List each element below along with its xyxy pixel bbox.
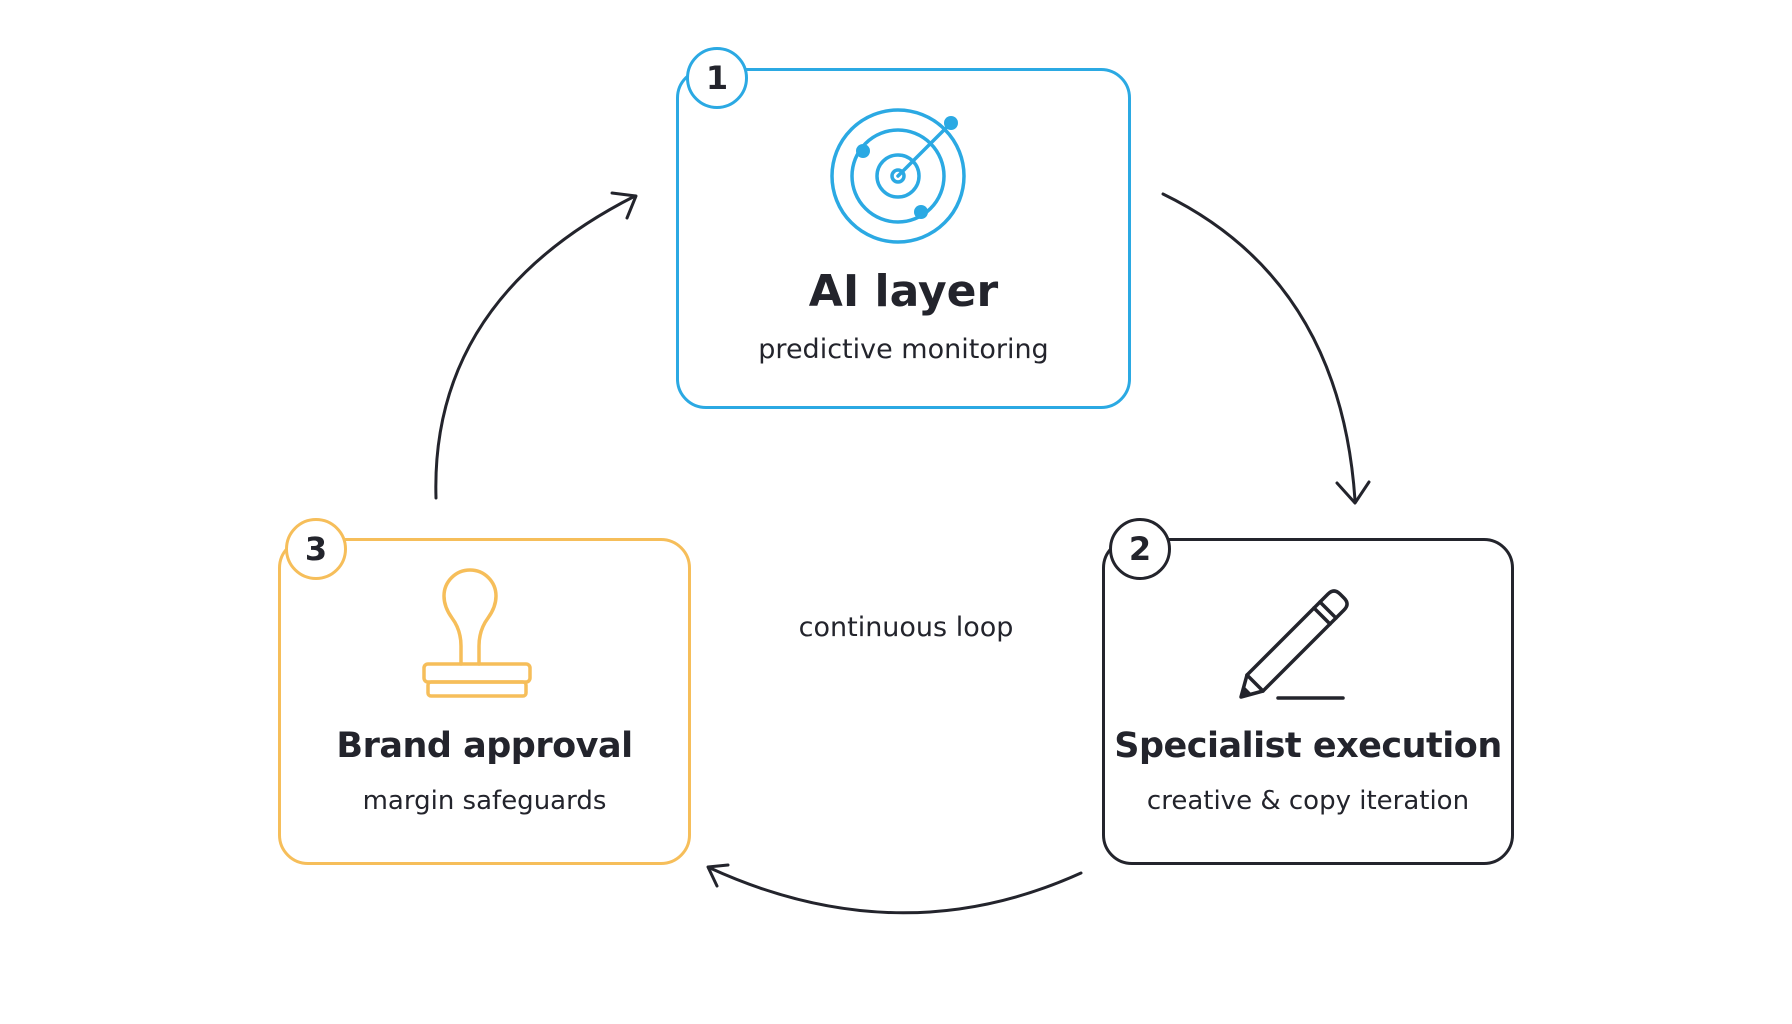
- stamp-icon: [422, 568, 532, 698]
- step-card-specialist-execution: [1102, 538, 1514, 865]
- step-subtitle-specialist-execution: creative & copy iteration: [1146, 786, 1470, 816]
- radar-icon: [830, 108, 966, 244]
- step-card-ai-layer: [676, 68, 1131, 409]
- arrow-step3-to-step1: [434, 194, 637, 500]
- pencil-icon: [1239, 589, 1349, 700]
- arrow-step2-to-step3: [708, 866, 1083, 915]
- step-number-badge-2: 2: [1109, 518, 1171, 580]
- center-label: continuous loop: [798, 612, 1014, 643]
- step-number-badge-1: 1: [686, 47, 748, 109]
- arrow-head-step1: [610, 191, 638, 220]
- step-card-brand-approval: [278, 538, 691, 865]
- step-subtitle-brand-approval: margin safeguards: [362, 786, 607, 816]
- step-title-ai-layer: AI layer: [808, 266, 999, 317]
- arrow-head-step3: [706, 863, 730, 888]
- step-title-specialist-execution: Specialist execution: [1114, 726, 1502, 766]
- step-title-brand-approval: Brand approval: [336, 726, 633, 766]
- step-number-badge-3: 3: [285, 518, 347, 580]
- arrow-head-step2: [1335, 480, 1371, 505]
- arrow-step1-to-step2: [1161, 192, 1357, 502]
- step-subtitle-ai-layer: predictive monitoring: [758, 334, 1049, 365]
